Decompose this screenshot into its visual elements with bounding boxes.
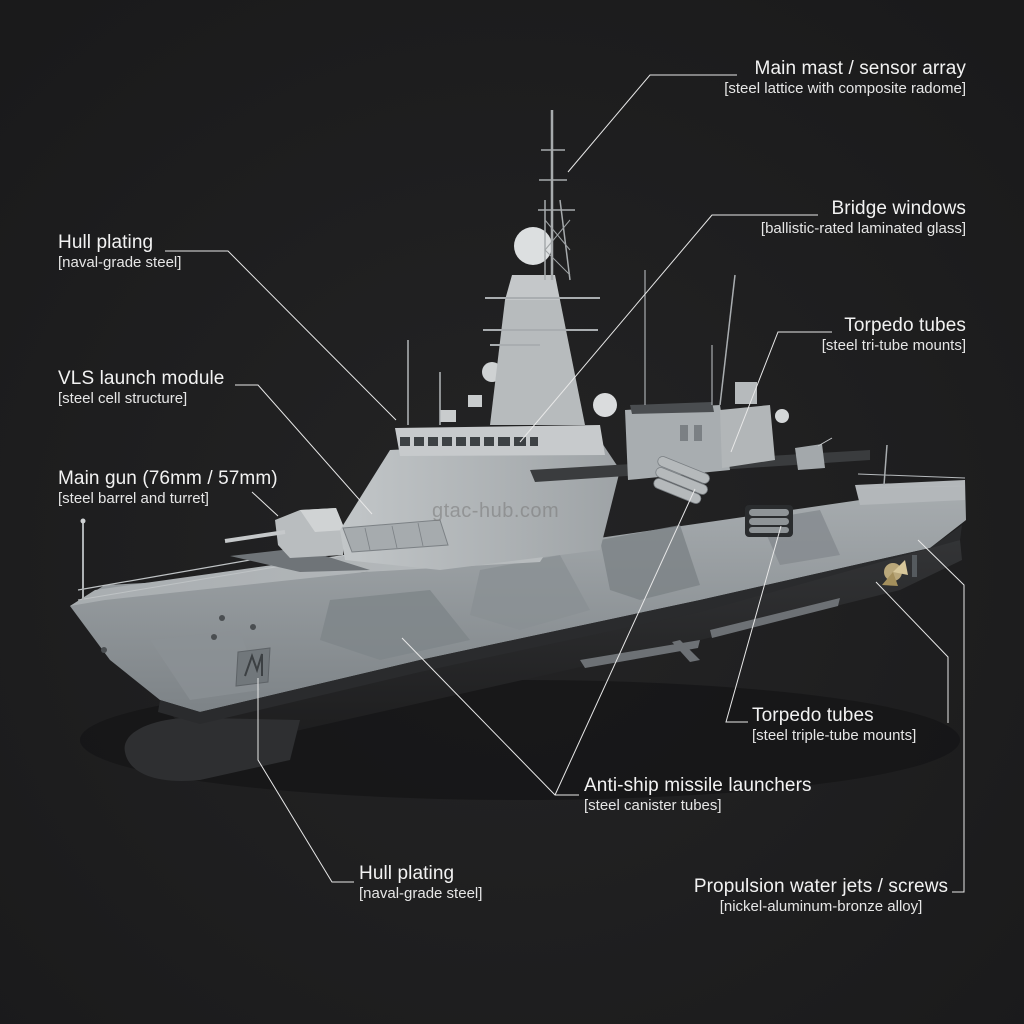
superstructure bbox=[340, 340, 870, 570]
torpedo-tube-recess bbox=[745, 505, 793, 537]
callout-material: [steel canister tubes] bbox=[584, 797, 722, 814]
callout-torpedo-tubes-lower: Torpedo tubes [steel triple-tube mounts] bbox=[752, 706, 916, 743]
propeller-icon bbox=[882, 560, 908, 586]
callout-title: VLS launch module bbox=[58, 368, 225, 389]
callout-material: [ballistic-rated laminated glass] bbox=[760, 220, 966, 237]
main-gun bbox=[224, 508, 370, 572]
helideck bbox=[855, 444, 966, 505]
callout-material: [steel tri-tube mounts] bbox=[821, 337, 966, 354]
hull bbox=[70, 480, 966, 724]
callout-material: [steel triple-tube mounts] bbox=[752, 727, 917, 744]
callout-title: Anti-ship missile launchers bbox=[584, 775, 812, 796]
callout-vls-module: VLS launch module [steel cell structure] bbox=[58, 369, 224, 406]
callout-material: [steel barrel and turret] bbox=[58, 490, 209, 507]
callout-material: [nickel-aluminum-bronze alloy] bbox=[719, 898, 923, 915]
callout-title: Main mast / sensor array bbox=[754, 58, 966, 79]
callout-title: Bridge windows bbox=[831, 198, 966, 219]
callout-material: [steel lattice with composite radome] bbox=[724, 80, 966, 97]
leader-lines bbox=[165, 74, 965, 893]
mast-tower bbox=[483, 110, 617, 425]
callout-propulsion: Propulsion water jets / screws [nickel-a… bbox=[689, 877, 953, 914]
callout-material: [naval-grade steel] bbox=[359, 885, 483, 902]
callout-anti-ship-missiles: Anti-ship missile launchers [steel canis… bbox=[584, 776, 812, 813]
aft-superstructure bbox=[625, 270, 833, 480]
callout-material: [steel cell structure] bbox=[58, 390, 188, 407]
callout-main-gun: Main gun (76mm / 57mm) [steel barrel and… bbox=[58, 469, 278, 506]
callout-hull-plating-upper: Hull plating [naval-grade steel] bbox=[58, 233, 181, 270]
anti-ship-missile-canisters bbox=[653, 456, 710, 504]
callout-torpedo-tubes-upper: Torpedo tubes [steel tri-tube mounts] bbox=[822, 316, 966, 353]
callout-main-mast: Main mast / sensor array [steel lattice … bbox=[724, 59, 966, 96]
watermark: gtac-hub.com bbox=[432, 500, 560, 522]
callout-title: Hull plating bbox=[359, 863, 455, 884]
callout-title: Torpedo tubes bbox=[844, 315, 966, 336]
callout-title: Main gun (76mm / 57mm) bbox=[58, 468, 278, 489]
callout-hull-plating-lower: Hull plating [naval-grade steel] bbox=[359, 864, 482, 901]
callout-title: Propulsion water jets / screws bbox=[693, 876, 949, 897]
callout-title: Hull plating bbox=[58, 232, 154, 253]
callout-bridge-windows: Bridge windows [ballistic-rated laminate… bbox=[761, 199, 966, 236]
callout-material: [naval-grade steel] bbox=[58, 254, 182, 271]
callout-title: Torpedo tubes bbox=[752, 705, 874, 726]
